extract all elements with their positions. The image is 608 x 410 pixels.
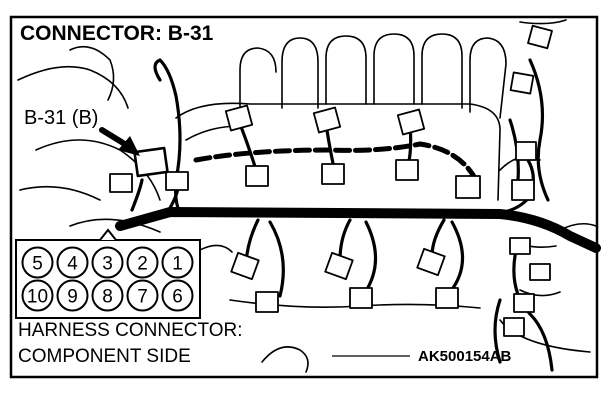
pin-number: 9 [67, 287, 78, 308]
pin-number: 5 [32, 254, 43, 275]
pin-number: 8 [102, 287, 113, 308]
connector-pin: 9 [56, 279, 89, 312]
connector-pin: 6 [161, 279, 194, 312]
callout-arrow [99, 127, 140, 156]
connector-key [99, 228, 117, 241]
figure-code: AK500154AB [418, 348, 512, 365]
pin-circle [161, 246, 194, 279]
pin-circle [21, 246, 54, 279]
pin-circle [56, 279, 89, 312]
connector-plugs [109, 24, 553, 337]
pin-number: 7 [137, 287, 148, 308]
pin-number: 4 [67, 254, 78, 275]
pin-number: 10 [27, 287, 48, 308]
connector-pin: 7 [126, 279, 159, 312]
pin-number: 2 [137, 254, 148, 275]
callout-label: B-31 (B) [24, 107, 98, 129]
pin-number: 1 [172, 254, 183, 275]
pin-circle [91, 246, 124, 279]
connector-face: 5 4 3 2 1 10 9 8 7 6 [15, 228, 201, 319]
pin-circle [126, 246, 159, 279]
pin-number: 6 [172, 287, 183, 308]
pin-circle [161, 279, 194, 312]
connector-pin: 1 [161, 246, 194, 279]
caption-line-2: COMPONENT SIDE [18, 346, 191, 367]
pin-circle [91, 279, 124, 312]
connector-pin: 5 [21, 246, 54, 279]
connector-pin: 3 [91, 246, 124, 279]
connector-pin: 4 [56, 246, 89, 279]
connector-pin: 10 [21, 279, 54, 312]
connector-pin: 8 [91, 279, 124, 312]
pin-number: 3 [102, 254, 113, 275]
pin-circle [56, 246, 89, 279]
connector-pin: 2 [126, 246, 159, 279]
caption-line-1: HARNESS CONNECTOR: [18, 320, 243, 341]
diagram-title: CONNECTOR: B-31 [20, 22, 214, 45]
pin-circle [126, 279, 159, 312]
pin-circle [21, 279, 54, 312]
engine-illustration [17, 19, 597, 373]
